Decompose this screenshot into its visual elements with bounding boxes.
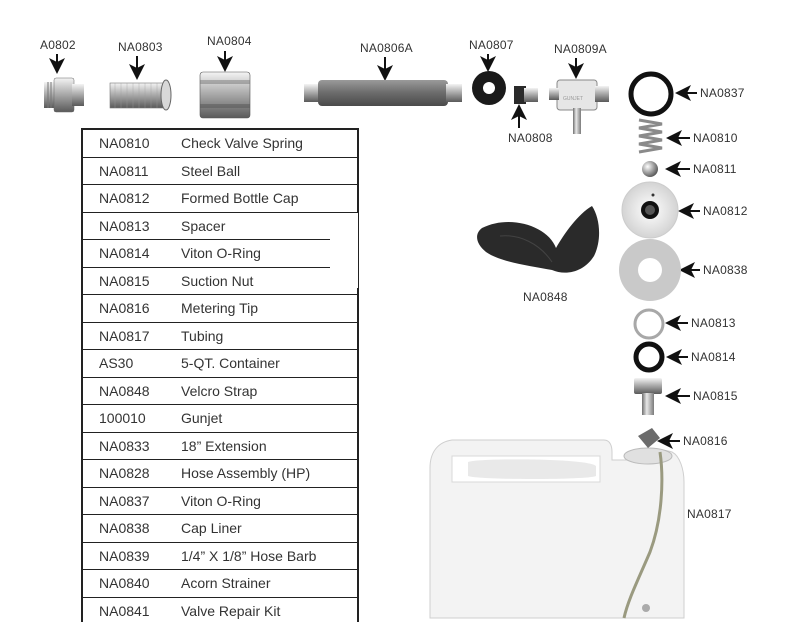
part-code: NA0811 xyxy=(83,163,181,179)
part-code: NA0816 xyxy=(83,300,181,316)
part-code: NA0815 xyxy=(83,273,181,289)
a0802-fitting xyxy=(44,78,84,112)
part-desc: Gunjet xyxy=(181,410,357,426)
part-desc: Velcro Strap xyxy=(181,383,357,399)
part-code: NA0812 xyxy=(83,190,181,206)
part-code: NA0828 xyxy=(83,465,181,481)
part-desc: Acorn Strainer xyxy=(181,575,357,591)
part-desc: Valve Repair Kit xyxy=(181,603,357,619)
na0837-oring xyxy=(631,74,671,114)
table-border-gap xyxy=(330,213,358,288)
na0803-strainer xyxy=(110,80,171,110)
part-code: NA0813 xyxy=(83,218,181,234)
part-desc: 18” Extension xyxy=(181,438,357,454)
part-code: NA0841 xyxy=(83,603,181,619)
na0838-liner xyxy=(619,239,681,301)
part-code: NA0833 xyxy=(83,438,181,454)
part-code: NA0817 xyxy=(83,328,181,344)
na0808-part xyxy=(514,86,538,104)
part-desc: Formed Bottle Cap xyxy=(181,190,357,206)
part-desc: Viton O-Ring xyxy=(181,493,357,509)
na0806a-extension xyxy=(304,80,462,106)
part-code: NA0810 xyxy=(83,135,181,151)
part-code: NA0839 xyxy=(83,548,181,564)
svg-text:GUNJET: GUNJET xyxy=(563,96,583,102)
container-jug xyxy=(430,428,684,618)
na0812-cap xyxy=(622,182,678,238)
part-desc: 5-QT. Container xyxy=(181,355,357,371)
part-desc: Hose Assembly (HP) xyxy=(181,465,357,481)
na0815-nut xyxy=(634,378,662,415)
na0813-spacer xyxy=(635,310,663,338)
part-desc: Cap Liner xyxy=(181,520,357,536)
part-code: AS30 xyxy=(83,355,181,371)
part-code: NA0814 xyxy=(83,245,181,261)
part-code: NA0840 xyxy=(83,575,181,591)
part-desc: Check Valve Spring xyxy=(181,135,357,151)
na0804-nut xyxy=(200,72,250,118)
part-code: 100010 xyxy=(83,410,181,426)
na0807-washer xyxy=(472,71,506,105)
part-desc: Tubing xyxy=(181,328,357,344)
na0848-strap xyxy=(477,206,599,273)
na0811-ball xyxy=(642,161,658,177)
na0814-oring xyxy=(636,344,662,370)
part-desc: 1/4” X 1/8” Hose Barb xyxy=(181,548,357,564)
part-code: NA0838 xyxy=(83,520,181,536)
part-code: NA0837 xyxy=(83,493,181,509)
na0809a-valve: GUNJET xyxy=(549,80,609,134)
part-desc: Steel Ball xyxy=(181,163,357,179)
na0810-spring xyxy=(639,120,662,152)
part-code: NA0848 xyxy=(83,383,181,399)
part-desc: Metering Tip xyxy=(181,300,357,316)
